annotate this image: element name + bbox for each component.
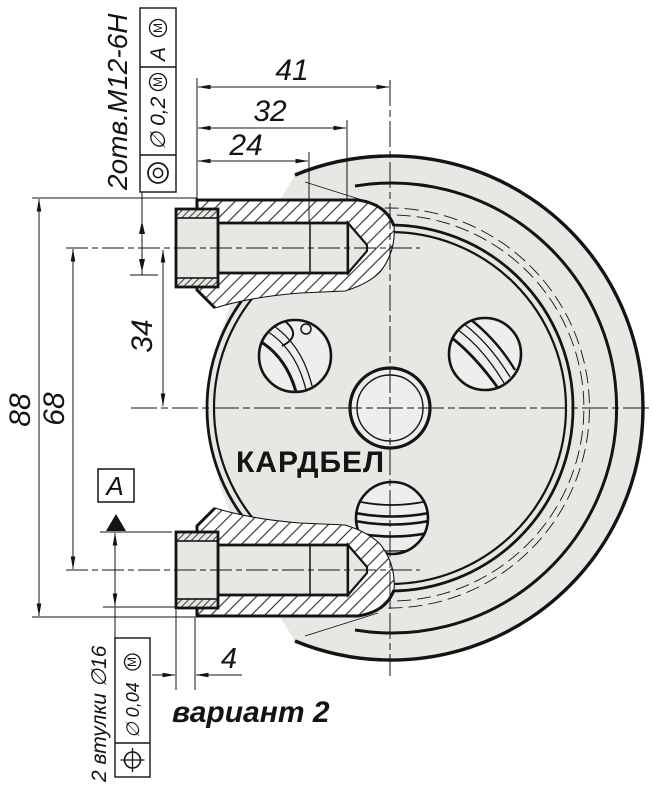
- frame-holes-datum: A: [147, 47, 170, 63]
- svg-text:M: M: [125, 657, 139, 667]
- datum-triangle: [106, 514, 126, 531]
- center-lines: [66, 80, 649, 676]
- datum-a: A: [97, 468, 135, 531]
- dim-88: 88: [4, 393, 37, 427]
- dim-4: 4: [221, 643, 237, 675]
- tolerance-frame-bushings: ∅ 0,04 M: [114, 637, 151, 778]
- dim-68: 68: [38, 392, 71, 426]
- hole-upper-right-detail: [451, 318, 517, 389]
- callout-bushings: 2 втулки ∅16: [88, 645, 111, 783]
- m-modifier-icon: M: [123, 653, 142, 671]
- svg-text:M: M: [151, 23, 165, 33]
- frame-holes-value: ∅ 0,2: [147, 96, 170, 150]
- brand-label: КАРДБЕЛ: [236, 446, 385, 479]
- m-modifier-icon: M: [148, 72, 168, 92]
- dim-41: 41: [275, 54, 308, 87]
- svg-text:M: M: [151, 77, 165, 87]
- hole-upper-left-detail: [259, 321, 313, 392]
- frame-bushings-value: ∅ 0,04: [123, 682, 143, 738]
- position-icon: [120, 748, 145, 772]
- dim-32: 32: [253, 95, 287, 128]
- coaxiality-icon: [147, 162, 169, 184]
- dimension-labels: 41 32 24 88 68 34 4: [4, 54, 309, 675]
- m-modifier-icon: M: [148, 18, 168, 38]
- dim-34: 34: [126, 319, 159, 352]
- hole-upper-right: [447, 316, 523, 392]
- tolerance-frame-holes: ∅ 0,2 M A M: [139, 7, 177, 193]
- dim-24: 24: [228, 129, 262, 162]
- variant-note: вариант 2: [172, 696, 330, 729]
- callout-holes: 2отв.М12-6Н: [102, 13, 133, 191]
- small-arrows: [139, 221, 145, 272]
- datum-a-label: A: [104, 471, 123, 501]
- dimension-lines: [32, 78, 390, 690]
- hole-upper-left: [257, 318, 333, 394]
